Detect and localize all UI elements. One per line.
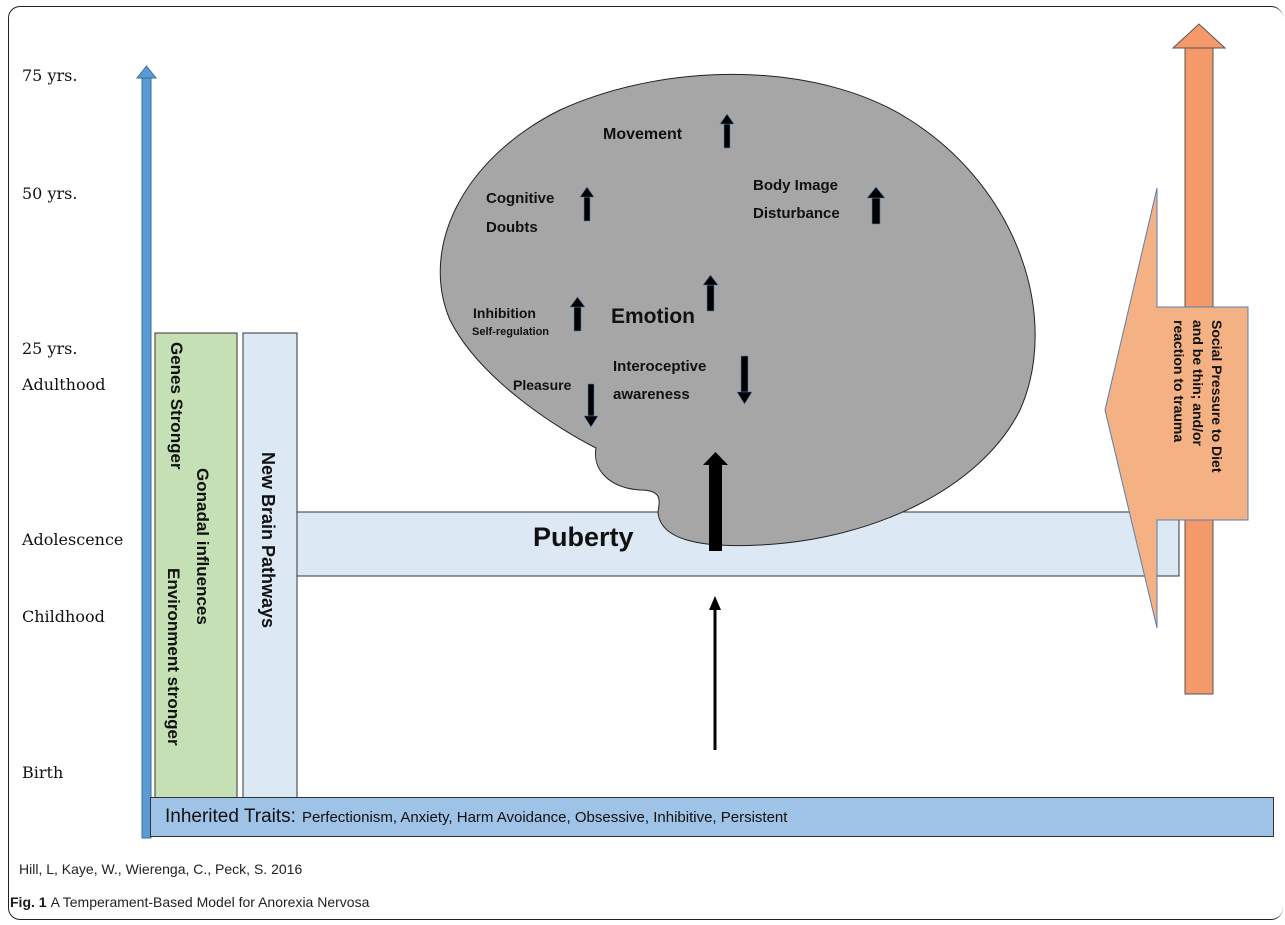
emotion-up-arrow [702, 274, 719, 312]
social-pressure-line1: Social Pressure to Diet [1209, 320, 1225, 473]
figure-frame [8, 6, 1283, 920]
genes-stronger-label: Genes Stronger [167, 342, 186, 470]
author-credit: Hill, L, Kaye, W., Wierenga, C., Peck, S… [19, 861, 303, 877]
social-pressure-line2: and be thin; and/or [1190, 320, 1206, 446]
age-label-adulthood: Adulthood [22, 375, 106, 394]
self-regulation-label: Self-regulation [472, 326, 550, 338]
body-image-up-arrow [866, 186, 886, 225]
puberty-up-arrow [703, 452, 728, 551]
social-pressure-left-arrow [1104, 187, 1249, 629]
inherited-traits-bar: Inherited Traits: Perfectionism, Anxiety… [150, 797, 1274, 837]
age-label-50: 50 yrs. [22, 184, 78, 203]
pleasure-down-arrow [583, 383, 599, 428]
inherited-traits-lead: Inherited Traits: [165, 806, 296, 827]
body-image-label: Body Image [753, 177, 839, 194]
disturbance-label: Disturbance [753, 205, 840, 222]
gonadal-influences-label: Gonadal influences [193, 468, 212, 625]
pleasure-label: Pleasure [513, 377, 572, 393]
inherited-traits-list: Perfectionism, Anxiety, Harm Avoidance, … [301, 808, 788, 826]
doubts-label: Doubts [486, 219, 538, 236]
social-pressure-line3: reaction to trauma [1171, 320, 1187, 443]
age-label-childhood: Childhood [22, 607, 105, 626]
puberty-label: Puberty [533, 522, 634, 552]
movement-up-arrow [719, 113, 735, 149]
inhibition-up-arrow [569, 296, 586, 332]
new-brain-pathways-label: New Brain Pathways [258, 452, 278, 629]
inhibition-label: Inhibition [473, 305, 536, 321]
emotion-label: Emotion [611, 305, 695, 328]
interoceptive-down-arrow [736, 355, 753, 405]
age-label-75: 75 yrs. [22, 66, 78, 85]
new-brain-pathways-box [242, 332, 298, 799]
movement-label: Movement [603, 126, 683, 143]
figure-number: Fig. 1 [10, 894, 47, 910]
birth-to-puberty-arrow [709, 596, 721, 750]
genes-environment-box [154, 332, 238, 799]
cognitive-doubts-up-arrow [579, 186, 595, 222]
age-axis-arrow [135, 65, 158, 839]
age-label-birth: Birth [22, 763, 64, 782]
figure-caption-text: A Temperament-Based Model for Anorexia N… [50, 894, 370, 910]
age-label-25: 25 yrs. [22, 339, 78, 358]
cognitive-label: Cognitive [486, 190, 555, 207]
age-label-adolescence: Adolescence [22, 530, 124, 549]
environment-stronger-label: Environment stronger [164, 568, 183, 746]
awareness-label: awareness [613, 386, 690, 403]
interoceptive-label: Interoceptive [613, 358, 707, 375]
